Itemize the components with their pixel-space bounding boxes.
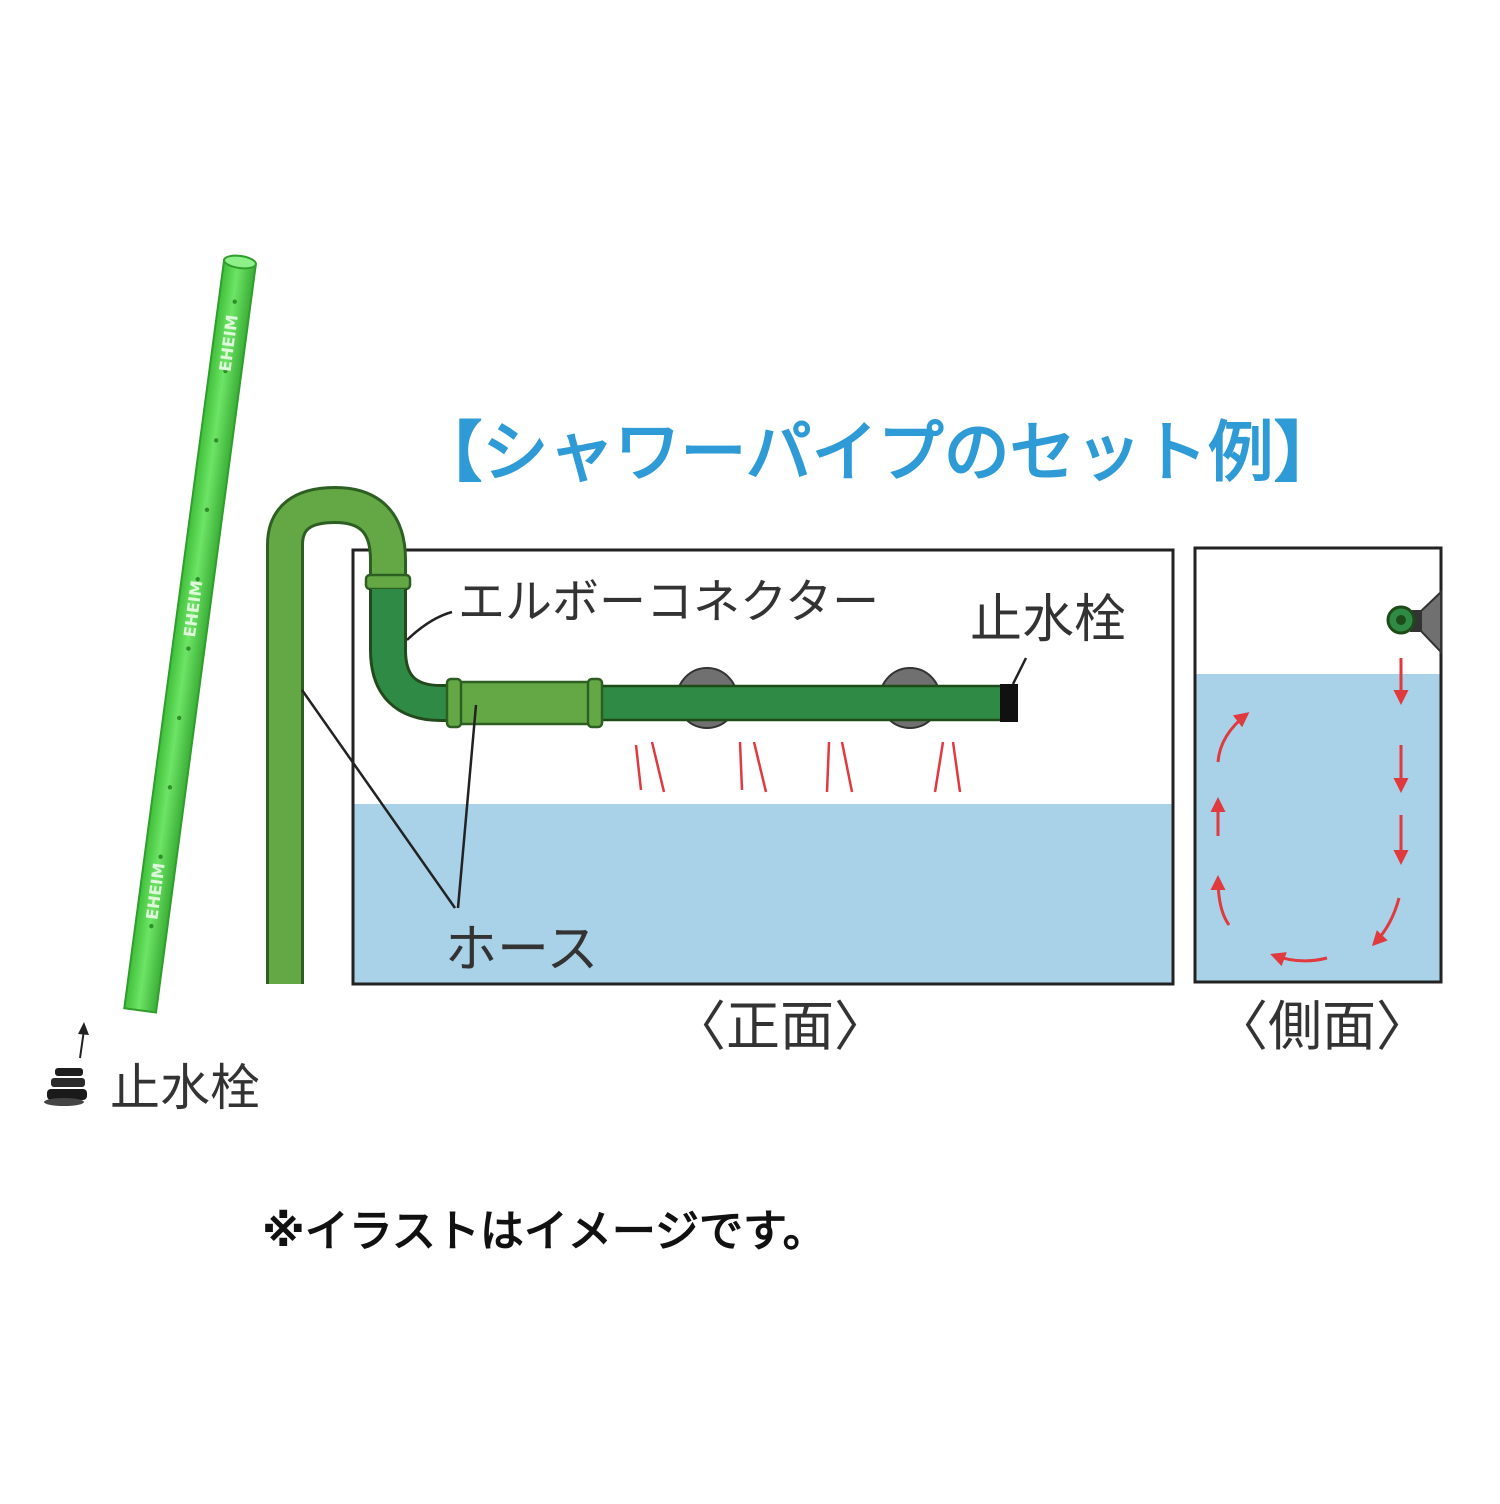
leader-stopper-right (1011, 657, 1028, 685)
leader-hose-2 (456, 704, 478, 909)
flow-arrows (1210, 658, 1409, 967)
label-hose: ホース (445, 920, 598, 980)
label-side-view: 〈側面〉 (1214, 995, 1430, 1058)
front-tank (351, 548, 1175, 986)
label-front-view: 〈正面〉 (672, 995, 888, 1058)
side-water (1195, 674, 1441, 982)
illustration-note: ※イラストはイメージです。 (262, 1206, 827, 1257)
side-pipe-end-icon (1386, 589, 1442, 655)
stopper-end (1000, 684, 1018, 722)
front-view: エルボーコネクター 止水栓 ホース 〈正面〉 (266, 485, 1175, 1058)
leader-elbow (406, 610, 453, 641)
stopper-plug-icon (44, 1068, 87, 1106)
leader-hose-1 (300, 689, 457, 909)
shower-pipe-illustration: EHEIM EHEIM EHEIM 止水栓 (44, 254, 260, 1117)
label-elbow-connector: エルボーコネクター (458, 575, 879, 630)
spray-lines (634, 741, 962, 793)
label-stopper-left: 止水栓 (110, 1059, 260, 1117)
side-tank (1193, 546, 1443, 984)
front-water (353, 804, 1173, 984)
label-stopper-right: 止水栓 (970, 590, 1126, 650)
diagram-title: 【シャワーパイプのセット例】 (416, 414, 1339, 491)
side-view: 〈側面〉 (1193, 546, 1443, 1058)
